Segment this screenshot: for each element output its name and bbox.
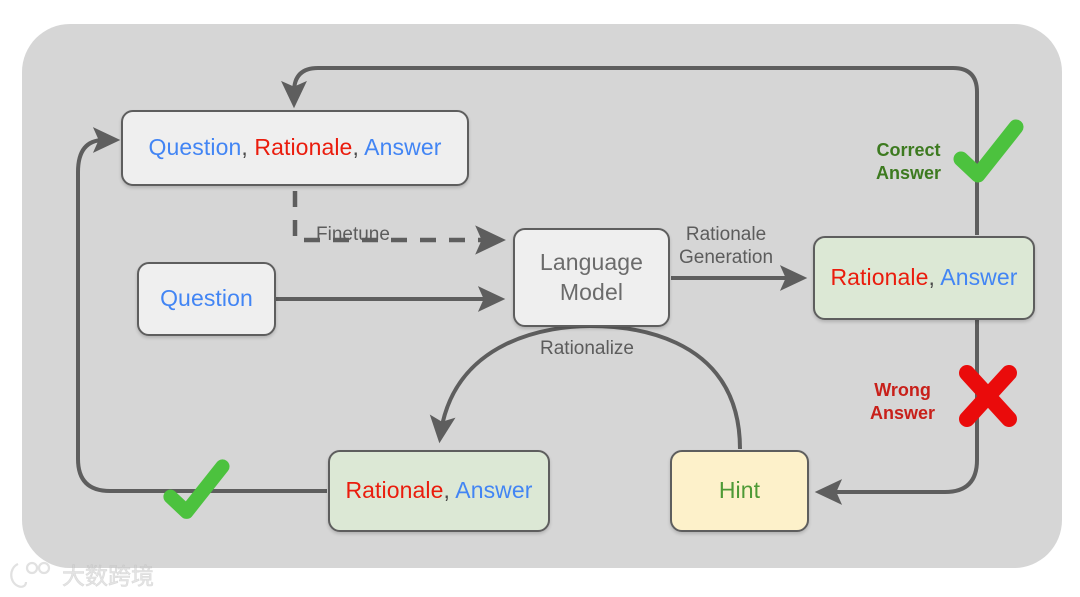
cross-mark-icon [959,365,1017,427]
token-rationale: Rationale [345,477,444,504]
token-rationale: Rationale [830,264,929,291]
correct-answer-line-1: Correct [876,140,941,160]
check-mark-icon-rationalized [163,459,230,519]
wrong-answer-line-1: Wrong [874,380,931,400]
rationale-generation-label: Rationale Generation [679,224,773,270]
language-model-line-2: Model [559,278,624,305]
rationale-generation-line-1: Rationale [685,224,767,245]
rationalize-label: Rationalize [540,338,634,361]
token-sep: , [928,264,941,291]
rationale-answer-generated-label: Rationale, Answer [830,263,1017,292]
wrong-answer-label: Wrong Answer [870,379,935,424]
wrong-answer-line-2: Answer [870,402,936,423]
edge-wrong-to-hint [814,320,979,505]
watermark: 大数跨境 [4,558,174,592]
token-answer: Answer [364,134,442,161]
finetune-text: Finetune [316,224,390,245]
hint-box[interactable]: Hint [670,450,809,532]
finetune-label: Finetune [316,224,390,247]
edge-rationalized-to-finetune-set [76,127,327,493]
token-rationale: Rationale [254,134,353,161]
question-box[interactable]: Question [137,262,276,336]
token-sep-2: , [352,134,365,161]
rationale-answer-generated-box[interactable]: Rationale, Answer [813,236,1035,320]
token-answer: Answer [940,264,1018,291]
question-rationale-answer-box[interactable]: Question, Rationale, Answer [121,110,469,186]
language-model-box[interactable]: Language Model [513,228,670,327]
edge-finetune [292,191,506,255]
question-label: Question [160,285,253,312]
language-model-line-1: Language [539,249,644,276]
token-sep: , [443,477,456,504]
hint-label: Hint [718,477,761,504]
correct-answer-line-2: Answer [876,162,942,183]
token-sep-1: , [241,134,255,161]
correct-answer-label: Correct Answer [876,139,941,184]
token-question: Question [148,134,242,161]
rationalize-text: Rationalize [540,338,634,359]
edge-correct-to-finetune-set [281,66,979,235]
rationale-answer-rationalized-box[interactable]: Rationale, Answer [328,450,550,532]
check-mark-icon [953,119,1024,183]
watermark-text: 大数跨境 [62,564,154,590]
rationale-generation-line-2: Generation [679,246,774,268]
language-model-label: Language Model [540,248,643,307]
rationale-answer-rationalized-label: Rationale, Answer [345,476,532,505]
question-rationale-answer-label: Question, Rationale, Answer [149,133,442,162]
token-answer: Answer [455,477,533,504]
